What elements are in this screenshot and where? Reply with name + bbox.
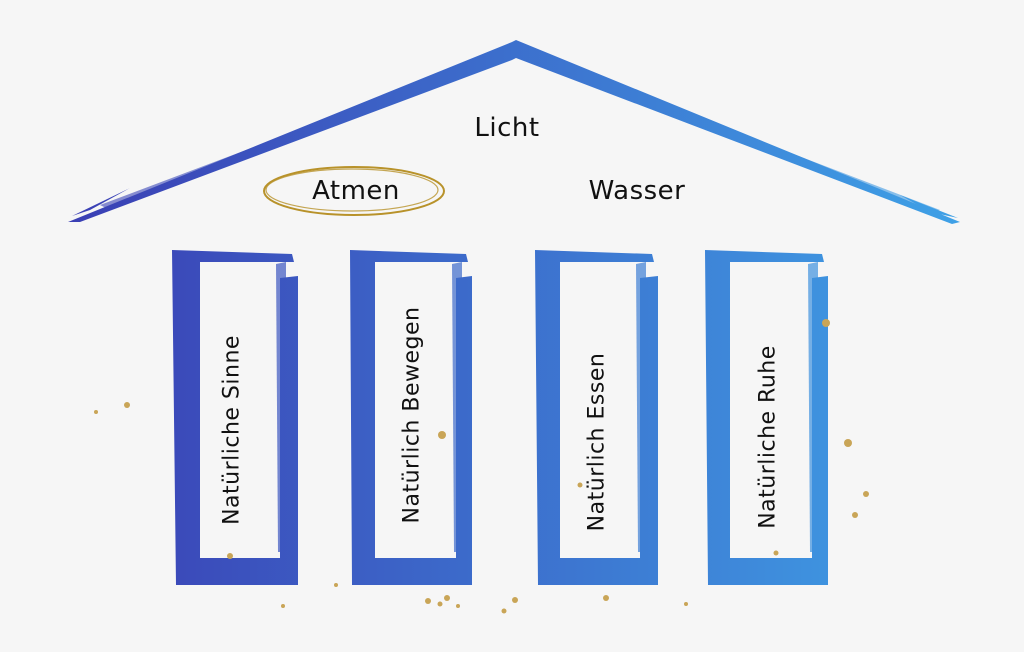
pillar-1 (172, 250, 298, 585)
roof-label-wasser: Wasser (588, 176, 686, 206)
speckles (94, 319, 869, 614)
pillar-2 (350, 250, 472, 585)
roof-label-licht: Licht (474, 113, 540, 143)
roof (68, 40, 960, 224)
pillar-label-1: Natürliche Sinne (219, 335, 245, 525)
roof-label-atmen: Atmen (312, 176, 400, 206)
pillar-label-3: Natürlich Essen (584, 352, 610, 532)
pillar-4 (705, 250, 828, 585)
highlight-ring (263, 166, 445, 216)
pillar-label-4: Natürliche Ruhe (755, 345, 781, 529)
pillar-label-2: Natürlich Bewegen (399, 306, 425, 524)
pillar-3 (535, 250, 658, 585)
